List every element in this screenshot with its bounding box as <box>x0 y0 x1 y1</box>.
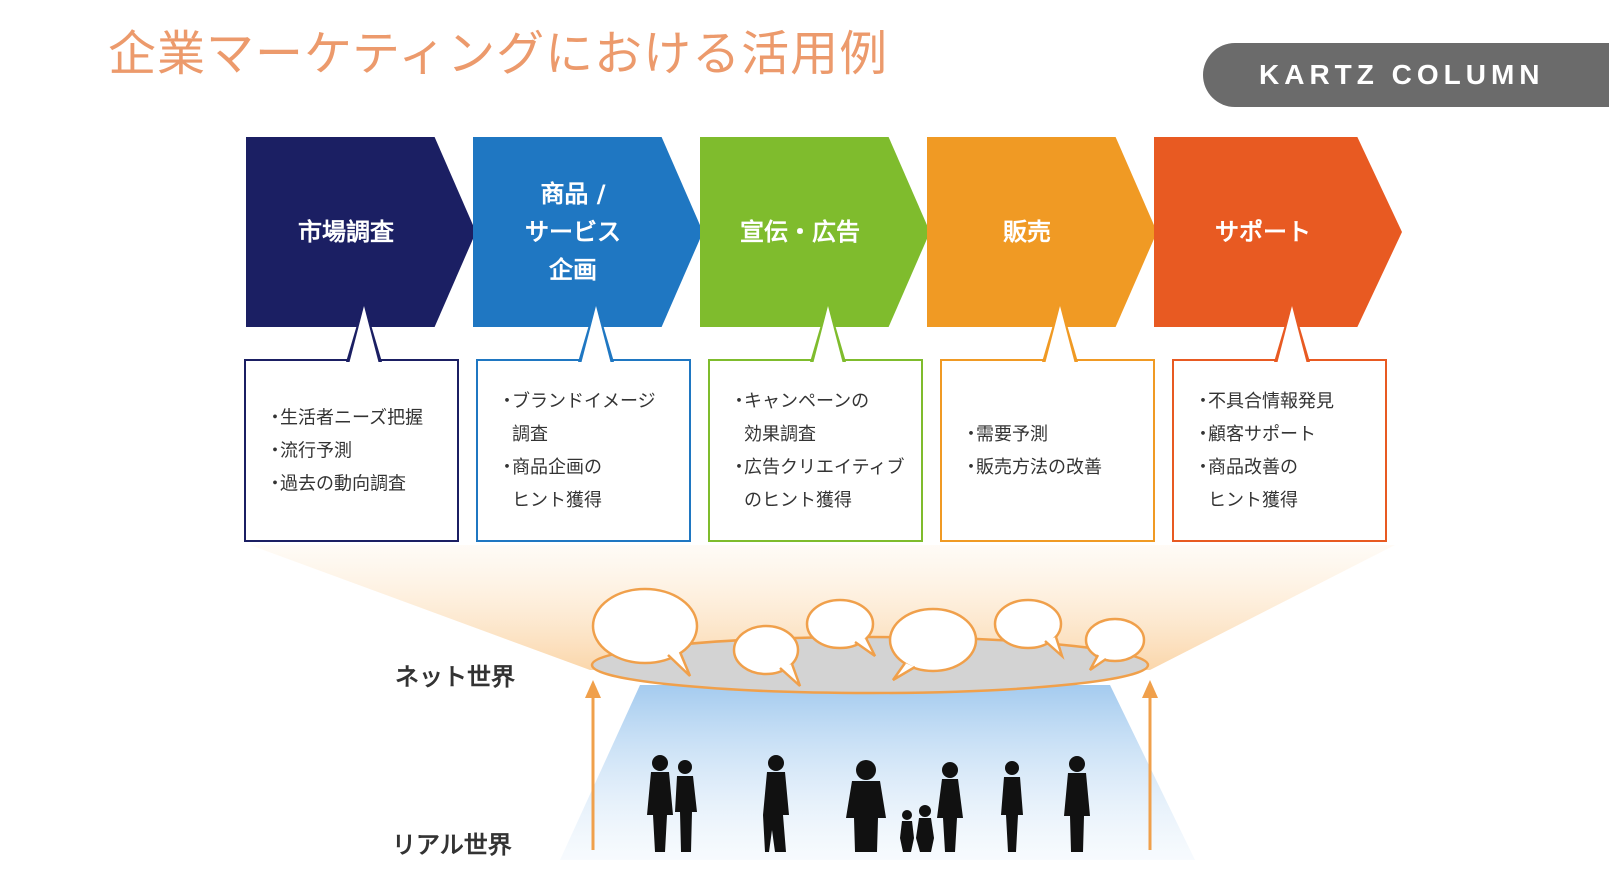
callout-item: 広告クリエイティブ のヒント獲得 <box>730 451 913 517</box>
speech-bubble-icon <box>1084 617 1146 663</box>
step-arrow-product-planning: 商品 / サービス 企画 <box>473 137 703 327</box>
step-label: 商品 / サービス 企画 <box>525 180 621 284</box>
person-icon <box>937 762 963 852</box>
callout-item: キャンペーンの 効果調査 <box>730 385 913 451</box>
callout-item: 需要予測 <box>962 418 1145 451</box>
real-world-label: リアル世界 <box>392 831 512 859</box>
step-arrow-advertising: 宣伝・広告 <box>700 137 930 327</box>
light-beam <box>560 685 1195 860</box>
speech-bubble-icon <box>732 624 800 676</box>
column-badge: KARTZ COLUMN <box>1203 43 1609 107</box>
person-icon <box>763 755 789 852</box>
speech-bubbles <box>591 587 1146 687</box>
step-callout-support: 不具合情報発見 顧客サポート 商品改善の ヒント獲得 <box>1172 301 1387 542</box>
person-icon <box>1064 756 1090 852</box>
callout-item: 過去の動向調査 <box>266 467 449 500</box>
speech-bubble-icon <box>805 598 875 650</box>
step-arrow-market-research: 市場調査 <box>246 137 476 327</box>
person-icon <box>916 805 934 852</box>
callout-item: 生活者ニーズ把握 <box>266 401 449 434</box>
person-icon <box>1001 761 1023 852</box>
step-label: 市場調査 <box>298 218 394 246</box>
callout-item: 商品改善の ヒント獲得 <box>1194 451 1377 517</box>
speech-bubble-icon <box>888 607 978 673</box>
net-world-disk <box>590 635 1150 695</box>
step-callout-product-planning: ブランドイメージ 調査 商品企画の ヒント獲得 <box>476 301 691 542</box>
callout-item: 顧客サポート <box>1194 418 1377 451</box>
callout-item: 販売方法の改善 <box>962 451 1145 484</box>
page-title: 企業マーケティングにおける活用例 <box>108 26 889 82</box>
person-icon <box>846 760 886 852</box>
step-label: 販売 <box>1003 218 1051 246</box>
speech-bubble-icon <box>591 587 699 665</box>
step-label: サポート <box>1215 218 1311 246</box>
step-arrow-sales: 販売 <box>927 137 1157 327</box>
callout-item: 流行予測 <box>266 434 449 467</box>
step-label: 宣伝・広告 <box>740 218 860 246</box>
step-callout-sales: 需要予測 販売方法の改善 <box>940 301 1155 542</box>
callout-item: 商品企画の ヒント獲得 <box>498 451 681 517</box>
person-icon <box>675 760 697 852</box>
people-silhouettes <box>647 755 1090 852</box>
person-icon <box>647 755 673 852</box>
callout-item: ブランドイメージ 調査 <box>498 385 681 451</box>
person-icon <box>900 810 914 852</box>
upward-arrows <box>585 680 1158 850</box>
step-callout-advertising: キャンペーンの 効果調査 広告クリエイティブ のヒント獲得 <box>708 301 923 542</box>
step-arrow-support: サポート <box>1154 137 1402 327</box>
speech-bubble-icon <box>993 598 1063 650</box>
callout-item: 不具合情報発見 <box>1194 385 1377 418</box>
step-callout-market-research: 生活者ニーズ把握 流行予測 過去の動向調査 <box>244 301 459 542</box>
net-world-label: ネット世界 <box>395 663 515 691</box>
